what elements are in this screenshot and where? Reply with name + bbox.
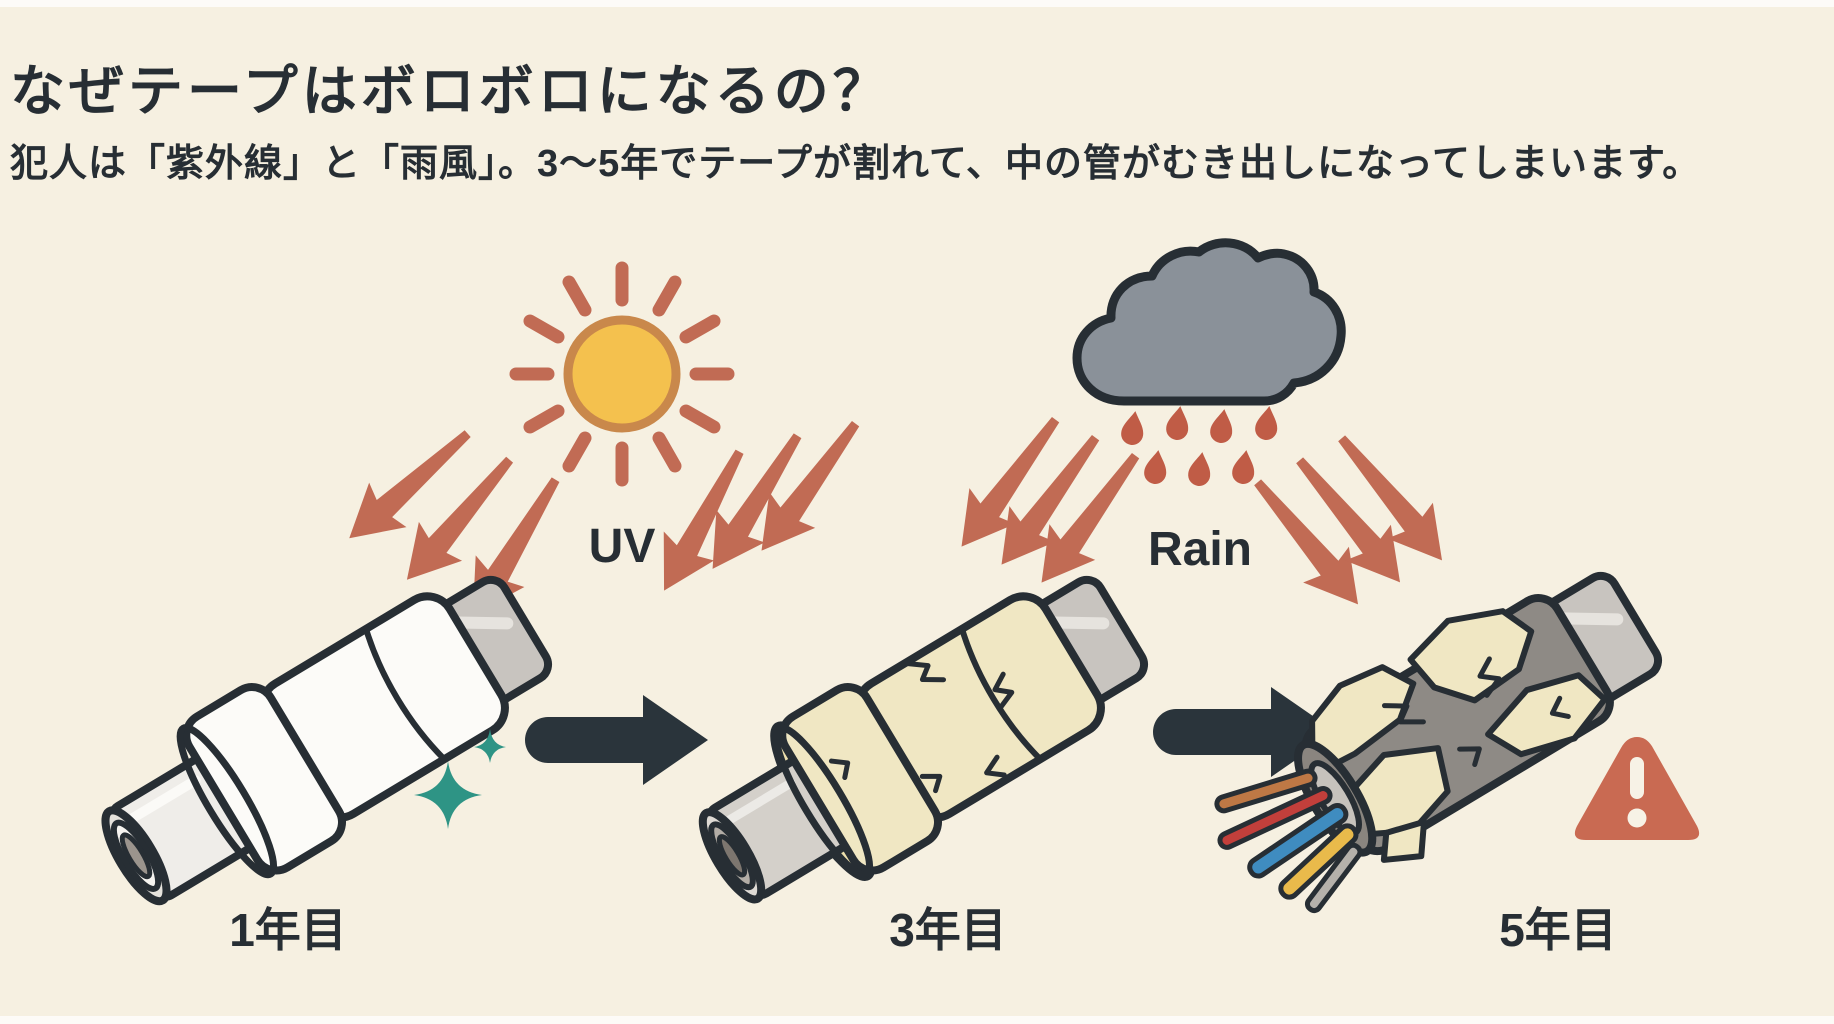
exclamation-dot <box>1627 808 1647 828</box>
year5-label: 5年目 <box>1499 904 1617 956</box>
wire-blue <box>1247 802 1349 879</box>
exposed-wires <box>1214 768 1363 914</box>
wire-brown <box>1214 768 1318 814</box>
year3-label: 3年目 <box>889 904 1007 956</box>
warning-triangle-icon <box>1574 737 1700 840</box>
tape-cracks <box>828 661 1015 794</box>
page-title: なぜテープはボロボロになるの？ <box>10 60 892 122</box>
sun-rays <box>509 261 735 487</box>
pipe-year5 <box>1214 571 1663 914</box>
wire-gray <box>1304 842 1363 914</box>
sun-core <box>563 315 681 433</box>
uv-arrows-right <box>639 406 879 605</box>
sun-icon <box>509 261 735 487</box>
wire-red <box>1217 786 1333 850</box>
uv-label: UV <box>589 520 656 573</box>
rain-cloud-icon <box>1072 238 1346 488</box>
bottom-edge-highlight <box>0 1016 1834 1024</box>
pipe-year1 <box>101 575 553 906</box>
pipe-year3 <box>698 575 1149 904</box>
right-arrow-icon <box>525 695 708 785</box>
year1-label: 1年目 <box>229 904 347 956</box>
rain-label: Rain <box>1148 523 1252 576</box>
sparkle-icon <box>414 761 482 829</box>
tape-cracks <box>1381 656 1571 768</box>
sparkle-icons <box>414 729 506 829</box>
sparkle-icon <box>474 729 506 763</box>
top-edge-highlight <box>0 0 1834 7</box>
exclamation-bar <box>1630 757 1644 799</box>
wire-yellow <box>1278 823 1359 900</box>
raindrops <box>1119 404 1281 488</box>
rain-arrows-right <box>1235 420 1466 623</box>
diagonal-down-arrow-icon <box>330 411 487 561</box>
page-subtitle: 犯人は「紫外線」と「雨風」。3〜5年でテープが割れて、中の管がむき出しになってし… <box>10 143 1702 185</box>
